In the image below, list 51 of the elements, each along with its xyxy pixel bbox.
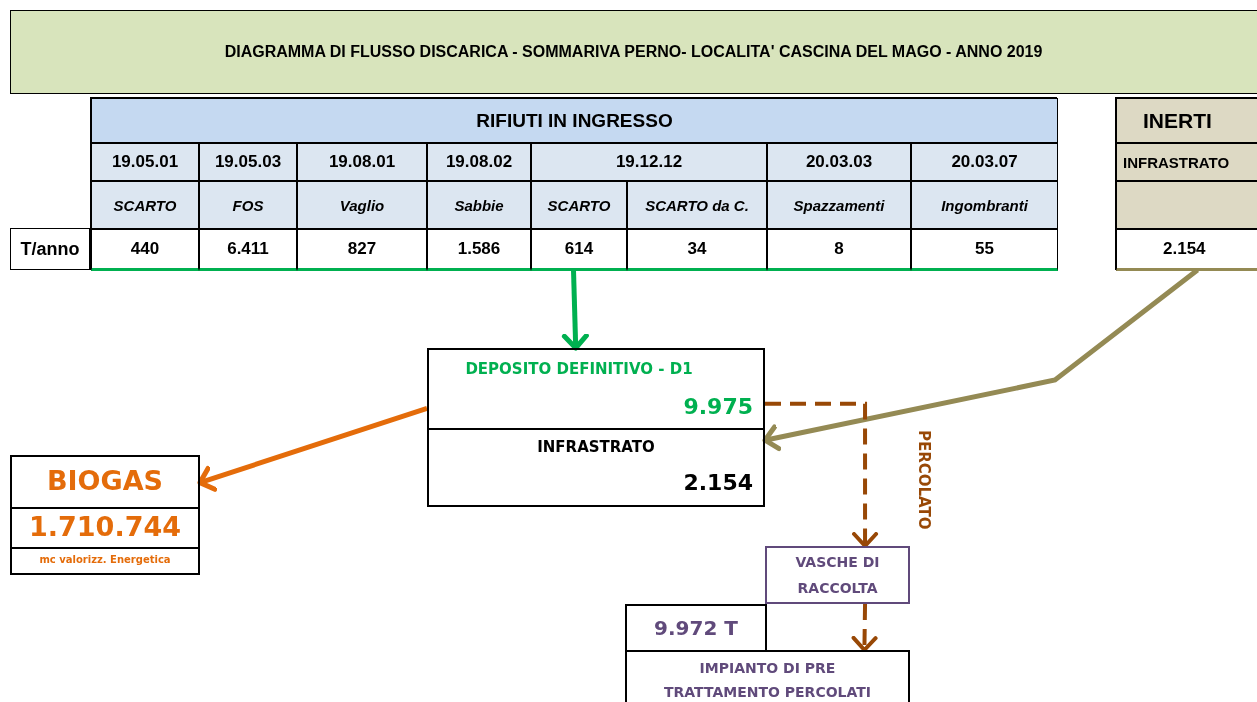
edge-label: PERCOLATO bbox=[915, 430, 933, 530]
data-value: 55 bbox=[911, 229, 1058, 271]
waste-table bbox=[90, 97, 1057, 270]
column-header: INFRASTRATO bbox=[1116, 143, 1257, 181]
box-heading: IMPIANTO DI PRE TRATTAMENTO PERCOLATI bbox=[663, 659, 872, 702]
quantity-box bbox=[625, 604, 767, 652]
quantity-value: 9.972 T bbox=[654, 616, 738, 640]
process-box bbox=[765, 546, 910, 604]
arrow bbox=[765, 401, 879, 548]
data-value: 1.586 bbox=[427, 229, 531, 271]
unit-note: mc valorizz. Energetica bbox=[38, 554, 172, 565]
row-label: T/anno bbox=[10, 228, 90, 270]
data-value: 6.411 bbox=[199, 229, 297, 271]
table-title: RIFIUTI IN INGRESSO bbox=[91, 98, 1058, 143]
data-value: 614 bbox=[531, 229, 627, 271]
data-value: 827 bbox=[297, 229, 427, 271]
arrow bbox=[851, 603, 878, 652]
column-header: 19.05.01 bbox=[91, 143, 199, 181]
column-header: SCARTO bbox=[531, 181, 627, 229]
table-title: INERTI bbox=[1116, 98, 1257, 143]
column-header: SCARTO da C. bbox=[627, 181, 767, 229]
process-box bbox=[625, 650, 910, 702]
box-heading: BIOGAS bbox=[45, 465, 165, 496]
data-value: 440 bbox=[91, 229, 199, 271]
column-header: FOS bbox=[199, 181, 297, 229]
quantity-value: 2.154 bbox=[683, 470, 753, 495]
column-header: Spazzamenti bbox=[767, 181, 911, 229]
arrow bbox=[561, 269, 589, 351]
column-header: 19.05.03 bbox=[199, 143, 297, 181]
column-header: Vaglio bbox=[297, 181, 427, 229]
output-box bbox=[10, 455, 200, 575]
arrow bbox=[197, 406, 428, 492]
box-heading: INFRASTRATO bbox=[536, 438, 656, 456]
data-value: 8 bbox=[767, 229, 911, 271]
box-heading: DEPOSITO DEFINITIVO - D1 bbox=[464, 360, 694, 378]
inert-table bbox=[1115, 97, 1257, 270]
column-header: 19.12.12 bbox=[531, 143, 767, 181]
data-value: 34 bbox=[627, 229, 767, 271]
quantity-value: 9.975 bbox=[683, 394, 753, 419]
box-heading: VASCHE DI RACCOLTA bbox=[794, 553, 881, 598]
quantity-value: 1.710.744 bbox=[28, 511, 182, 542]
flow-box bbox=[427, 348, 765, 507]
column-header: Sabbie bbox=[427, 181, 531, 229]
column-header: SCARTO bbox=[91, 181, 199, 229]
title-text: DIAGRAMMA DI FLUSSO DISCARICA - SOMMARIVA PERNO- LOCALITA' CASCINA DEL MAGO - ANNO 2019 bbox=[224, 43, 1043, 61]
column-header: 19.08.02 bbox=[427, 143, 531, 181]
column-header: Ingombranti bbox=[911, 181, 1058, 229]
column-header: 20.03.03 bbox=[767, 143, 911, 181]
column-header: 19.08.01 bbox=[297, 143, 427, 181]
data-value: 2.154 bbox=[1116, 229, 1257, 271]
column-header: 20.03.07 bbox=[911, 143, 1058, 181]
